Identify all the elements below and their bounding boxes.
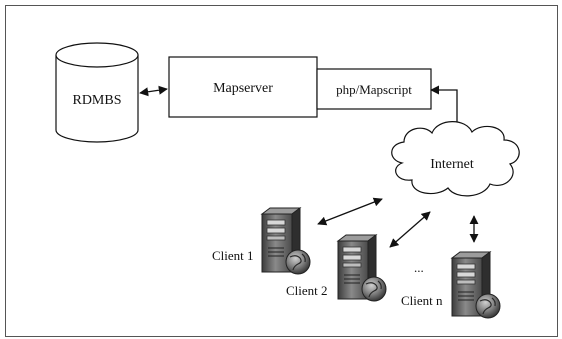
database-label: RDMBS — [72, 93, 121, 108]
internet-cloud — [391, 121, 520, 197]
client-n-label: Client n — [401, 293, 443, 308]
client-2-label: Client 2 — [286, 283, 328, 298]
arrow-db-mapserver — [139, 85, 168, 97]
arrow-client1-internet — [317, 197, 383, 226]
arrow-mapscript-internet — [430, 85, 462, 138]
mapscript-box — [316, 68, 432, 110]
client-n-server-icon — [451, 251, 501, 319]
database-cylinder — [55, 42, 139, 143]
arrow-client2-internet — [389, 211, 431, 248]
internet-label: Internet — [430, 157, 474, 172]
client-1-label: Client 1 — [212, 248, 254, 263]
client-2-server-icon — [337, 234, 387, 302]
ellipsis-label: ... — [414, 260, 424, 275]
mapserver-label: Mapserver — [213, 81, 273, 96]
mapscript-label: php/Mapscript — [336, 82, 412, 97]
client-1-server-icon — [261, 207, 311, 275]
